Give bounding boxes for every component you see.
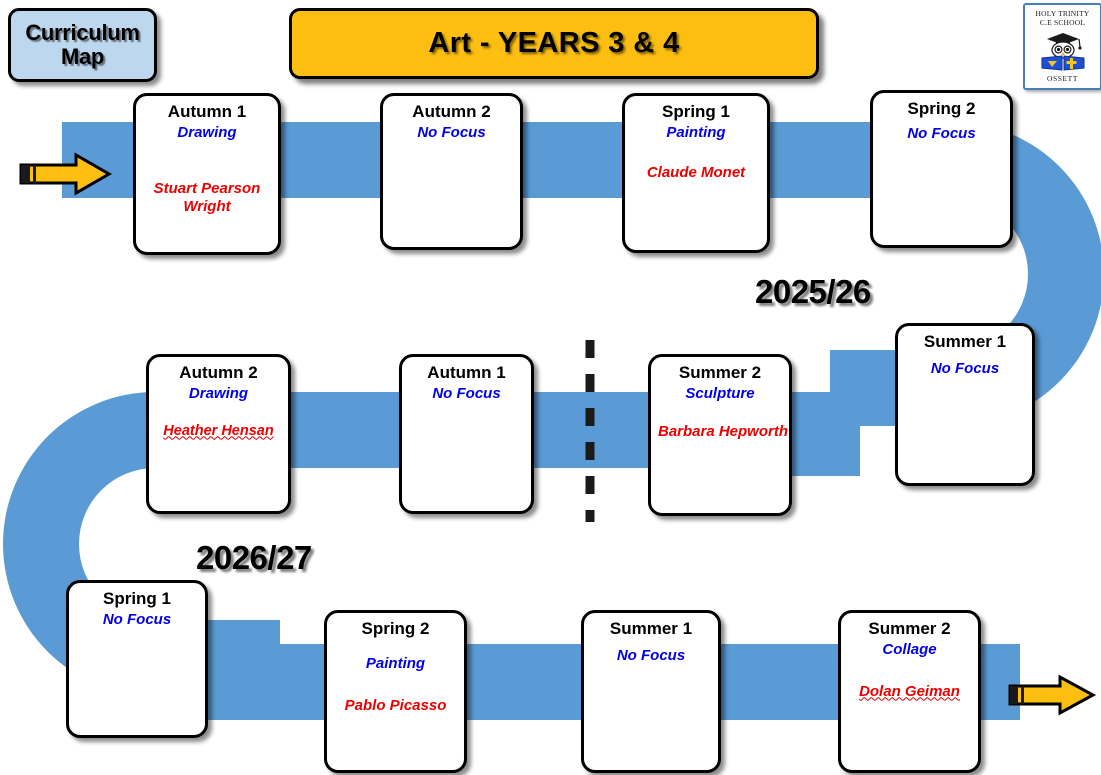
term-label: Summer 1	[923, 332, 1007, 351]
focus-label: No Focus	[417, 124, 486, 142]
focus-label: No Focus	[432, 385, 501, 403]
school-logo-line-1: HOLY TRINITY	[1035, 9, 1090, 18]
term-card-row1-spring1[interactable]: Spring 1 Painting Claude Monet	[622, 93, 770, 253]
term-label: Autumn 1	[167, 102, 247, 121]
artist-label: Stuart Pearson Wright	[153, 179, 261, 215]
year-label-2026-27: 2026/27	[196, 539, 312, 576]
term-label: Autumn 2	[412, 102, 491, 121]
term-label: Spring 1	[661, 102, 730, 121]
term-card-row3-summer1[interactable]: Summer 1 No Focus	[581, 610, 721, 773]
artist-label: Claude Monet	[646, 163, 746, 181]
term-card-row1-autumn2[interactable]: Autumn 2 No Focus	[380, 93, 523, 250]
year-label-2025-26: 2025/26	[755, 273, 871, 310]
focus-label: No Focus	[930, 360, 1000, 378]
focus-label: Drawing	[188, 385, 249, 403]
curriculum-map-badge: Curriculum Map	[8, 8, 157, 82]
term-card-row1-autumn1[interactable]: Autumn 1 Drawing Stuart Pearson Wright	[133, 93, 281, 255]
flow-start-arrow	[19, 152, 113, 196]
page-title: Art - YEARS 3 & 4	[428, 27, 680, 59]
term-label: Summer 1	[609, 619, 693, 638]
focus-label: Collage	[882, 641, 937, 659]
artist-label: Barbara Hepworth	[657, 422, 789, 440]
focus-label: Painting	[666, 124, 726, 142]
curriculum-map-badge-label: Curriculum Map	[25, 20, 140, 69]
flow-end-arrow	[1008, 674, 1097, 716]
year-divider-dashed-line	[585, 340, 595, 522]
school-logo-line-3: OSSETT	[1046, 74, 1079, 84]
term-card-row2-autumn2[interactable]: Autumn 2 Drawing Heather Hensan	[146, 354, 291, 514]
term-label: Summer 2	[678, 363, 762, 382]
term-label: Autumn 2	[179, 363, 258, 382]
term-card-row1-spring2[interactable]: Spring 2 No Focus	[870, 90, 1013, 248]
term-card-row2-autumn1[interactable]: Autumn 1 No Focus	[399, 354, 534, 514]
term-label: Spring 1	[102, 589, 171, 608]
school-logo-line-2: C.E SCHOOL	[1039, 17, 1086, 27]
term-card-row3-spring2[interactable]: Spring 2 Painting Pablo Picasso	[324, 610, 467, 773]
focus-label: Painting	[365, 655, 426, 673]
focus-label: No Focus	[616, 647, 686, 665]
term-label: Summer 2	[868, 619, 951, 638]
focus-label: No Focus	[907, 125, 976, 143]
title-banner: Art - YEARS 3 & 4	[289, 8, 819, 79]
term-label: Spring 2	[361, 619, 430, 638]
term-card-row2-summer2[interactable]: Summer 2 Sculpture Barbara Hepworth	[648, 354, 792, 516]
artist-label: Dolan Geiman	[859, 682, 960, 700]
school-logo: HOLY TRINITY C.E SCHOOL OSSETT	[1023, 3, 1101, 90]
focus-label: No Focus	[102, 611, 172, 629]
artist-label: Heather Hensan	[163, 422, 274, 439]
term-card-row3-spring1[interactable]: Spring 1 No Focus	[66, 580, 208, 738]
owl-graduate-book-icon	[1041, 33, 1084, 71]
term-card-row2-summer1[interactable]: Summer 1 No Focus	[895, 323, 1035, 486]
term-label: Spring 2	[907, 99, 976, 118]
term-label: Autumn 1	[427, 363, 506, 382]
artist-label: Pablo Picasso	[344, 696, 447, 714]
focus-label: Sculpture	[685, 385, 755, 403]
term-card-row3-summer2[interactable]: Summer 2 Collage Dolan Geiman	[838, 610, 981, 773]
focus-label: Drawing	[177, 124, 237, 142]
